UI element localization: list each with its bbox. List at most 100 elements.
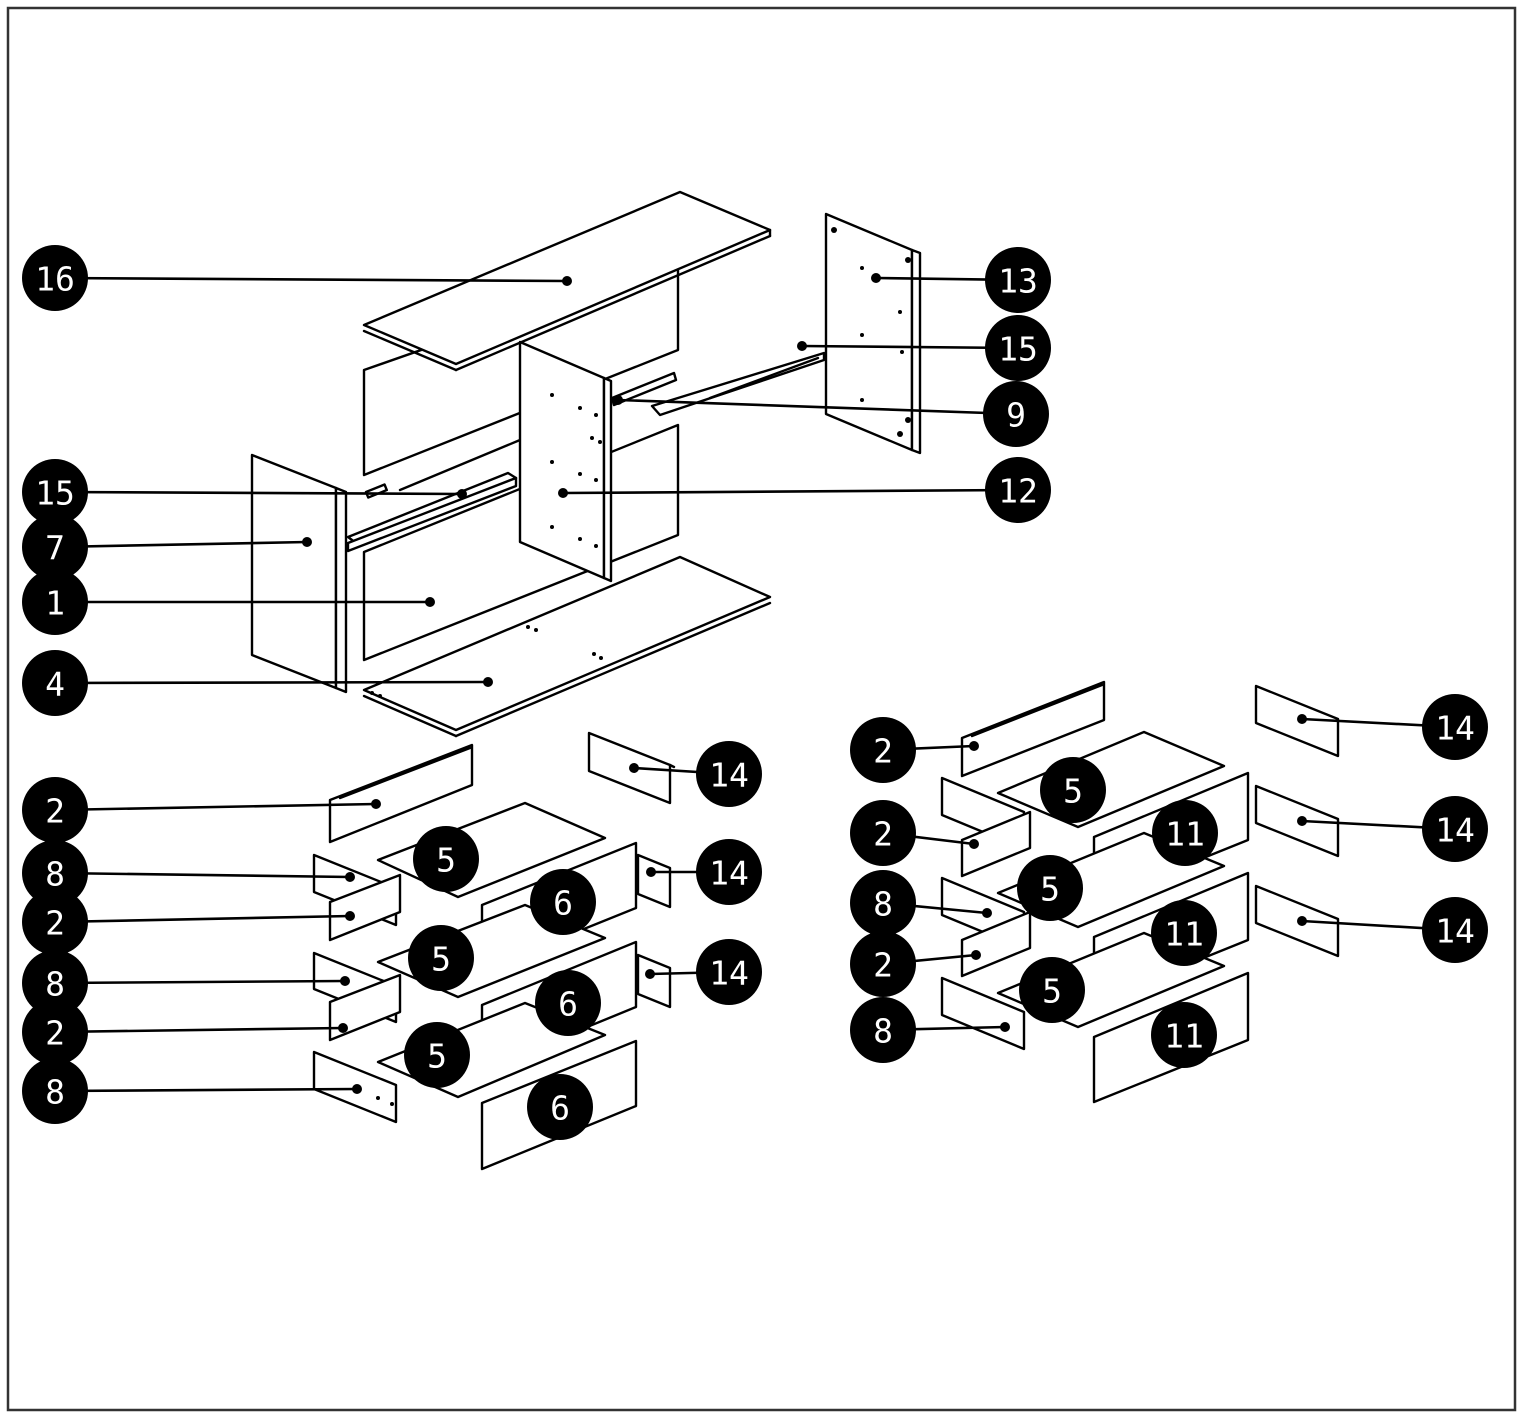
inline-part-number: 5 [427, 1037, 447, 1076]
inline-circle [535, 970, 601, 1036]
callout-badge: 2 [850, 717, 916, 783]
callout-badge: 8 [22, 950, 88, 1016]
callout-badge: 15 [22, 459, 88, 525]
leader-line [617, 398, 1017, 416]
callout-number: 2 [873, 815, 893, 854]
callout-circle [22, 569, 88, 635]
leader-line [54, 1026, 344, 1034]
leader-line [54, 540, 308, 549]
drawer-back [960, 810, 1032, 878]
leader-line [54, 871, 351, 879]
callout-circle [22, 777, 88, 843]
callout-badge: 8 [850, 870, 916, 936]
callout-badge: 2 [850, 800, 916, 866]
callout-circle [22, 1058, 88, 1124]
leader-endpoint [338, 1023, 348, 1033]
rail-9 [610, 371, 678, 407]
callout-circle [983, 381, 1049, 447]
middle-divider-edge [602, 376, 613, 583]
leader-line [54, 1087, 358, 1093]
middle-divider [518, 340, 606, 580]
inline-circle [1019, 957, 1085, 1023]
leader-endpoint [425, 597, 435, 607]
inline-part-badge: 11 [1152, 800, 1218, 866]
callout-badge: 8 [22, 1058, 88, 1124]
callout-circle [850, 931, 916, 997]
callout-badge: 14 [1422, 694, 1488, 760]
leader-endpoint [629, 763, 639, 773]
left-side-panel [250, 453, 338, 690]
inline-part-badge: 5 [404, 1022, 470, 1088]
inline-circle [527, 1074, 593, 1140]
inline-circle [530, 869, 596, 935]
callout-badge: 2 [22, 999, 88, 1065]
leader-endpoint [1297, 916, 1307, 926]
inline-part-number: 11 [1164, 915, 1204, 954]
inline-part-badge: 5 [413, 826, 479, 892]
leader-endpoint [352, 1084, 362, 1094]
callout-number: 8 [873, 885, 893, 924]
inline-circle [1040, 757, 1106, 823]
inline-part-number: 6 [553, 884, 573, 923]
drawer-back [960, 910, 1032, 978]
leader-line [54, 979, 346, 985]
callout-number: 2 [45, 792, 65, 831]
inline-part-number: 5 [436, 841, 456, 880]
drawer-back [328, 743, 474, 844]
inline-circle [1151, 1002, 1217, 1068]
drawer-side [636, 953, 672, 1009]
leader-endpoint [613, 395, 623, 405]
drawer-back [328, 873, 402, 942]
callout-number: 4 [45, 665, 65, 704]
callout-circle [1422, 796, 1488, 862]
leader-line [801, 344, 1019, 350]
callout-circle [22, 889, 88, 955]
leader-endpoint [457, 489, 467, 499]
callout-badge: 14 [696, 839, 762, 905]
callout-circle [22, 840, 88, 906]
right-side-panel [824, 212, 914, 452]
inline-part-number: 6 [558, 985, 578, 1024]
rail-left-lower [346, 476, 518, 553]
leader-endpoint [982, 908, 992, 918]
leader-endpoint [969, 839, 979, 849]
inline-part-badge: 11 [1151, 1002, 1217, 1068]
inline-part-number: 11 [1164, 1017, 1204, 1056]
callout-number: 14 [1435, 912, 1475, 951]
leader-endpoint [1000, 1022, 1010, 1032]
callout-badge: 16 [22, 245, 88, 311]
callout-number: 2 [45, 1014, 65, 1053]
callout-number: 2 [45, 904, 65, 943]
callout-badge: 14 [1422, 897, 1488, 963]
callout-number: 14 [709, 756, 749, 795]
inline-part-number: 5 [1042, 972, 1062, 1011]
inline-circle [1152, 800, 1218, 866]
callout-badge: 14 [696, 939, 762, 1005]
callout-number: 14 [709, 954, 749, 993]
callout-badge: 2 [22, 889, 88, 955]
leader-endpoint [371, 799, 381, 809]
callout-circle [850, 870, 916, 936]
leader-endpoint [1297, 714, 1307, 724]
inline-circle [1151, 900, 1217, 966]
inline-circle [413, 826, 479, 892]
inline-part-number: 6 [550, 1089, 570, 1128]
callout-number: 12 [998, 472, 1038, 511]
callout-badge: 14 [696, 741, 762, 807]
inline-part-number: 5 [431, 940, 451, 979]
callout-number: 2 [873, 732, 893, 771]
callout-circle [22, 650, 88, 716]
drawer-side [636, 853, 672, 909]
callout-circle [985, 315, 1051, 381]
inline-part-badge: 6 [535, 970, 601, 1036]
inline-part-badge: 5 [1019, 957, 1085, 1023]
inline-part-number: 11 [1165, 815, 1205, 854]
callout-circle [850, 800, 916, 866]
left-side-edge [334, 486, 348, 694]
callout-number: 14 [1435, 811, 1475, 850]
inline-part-badge: 5 [1040, 757, 1106, 823]
callout-circle [696, 741, 762, 807]
callout-number: 15 [998, 330, 1038, 369]
